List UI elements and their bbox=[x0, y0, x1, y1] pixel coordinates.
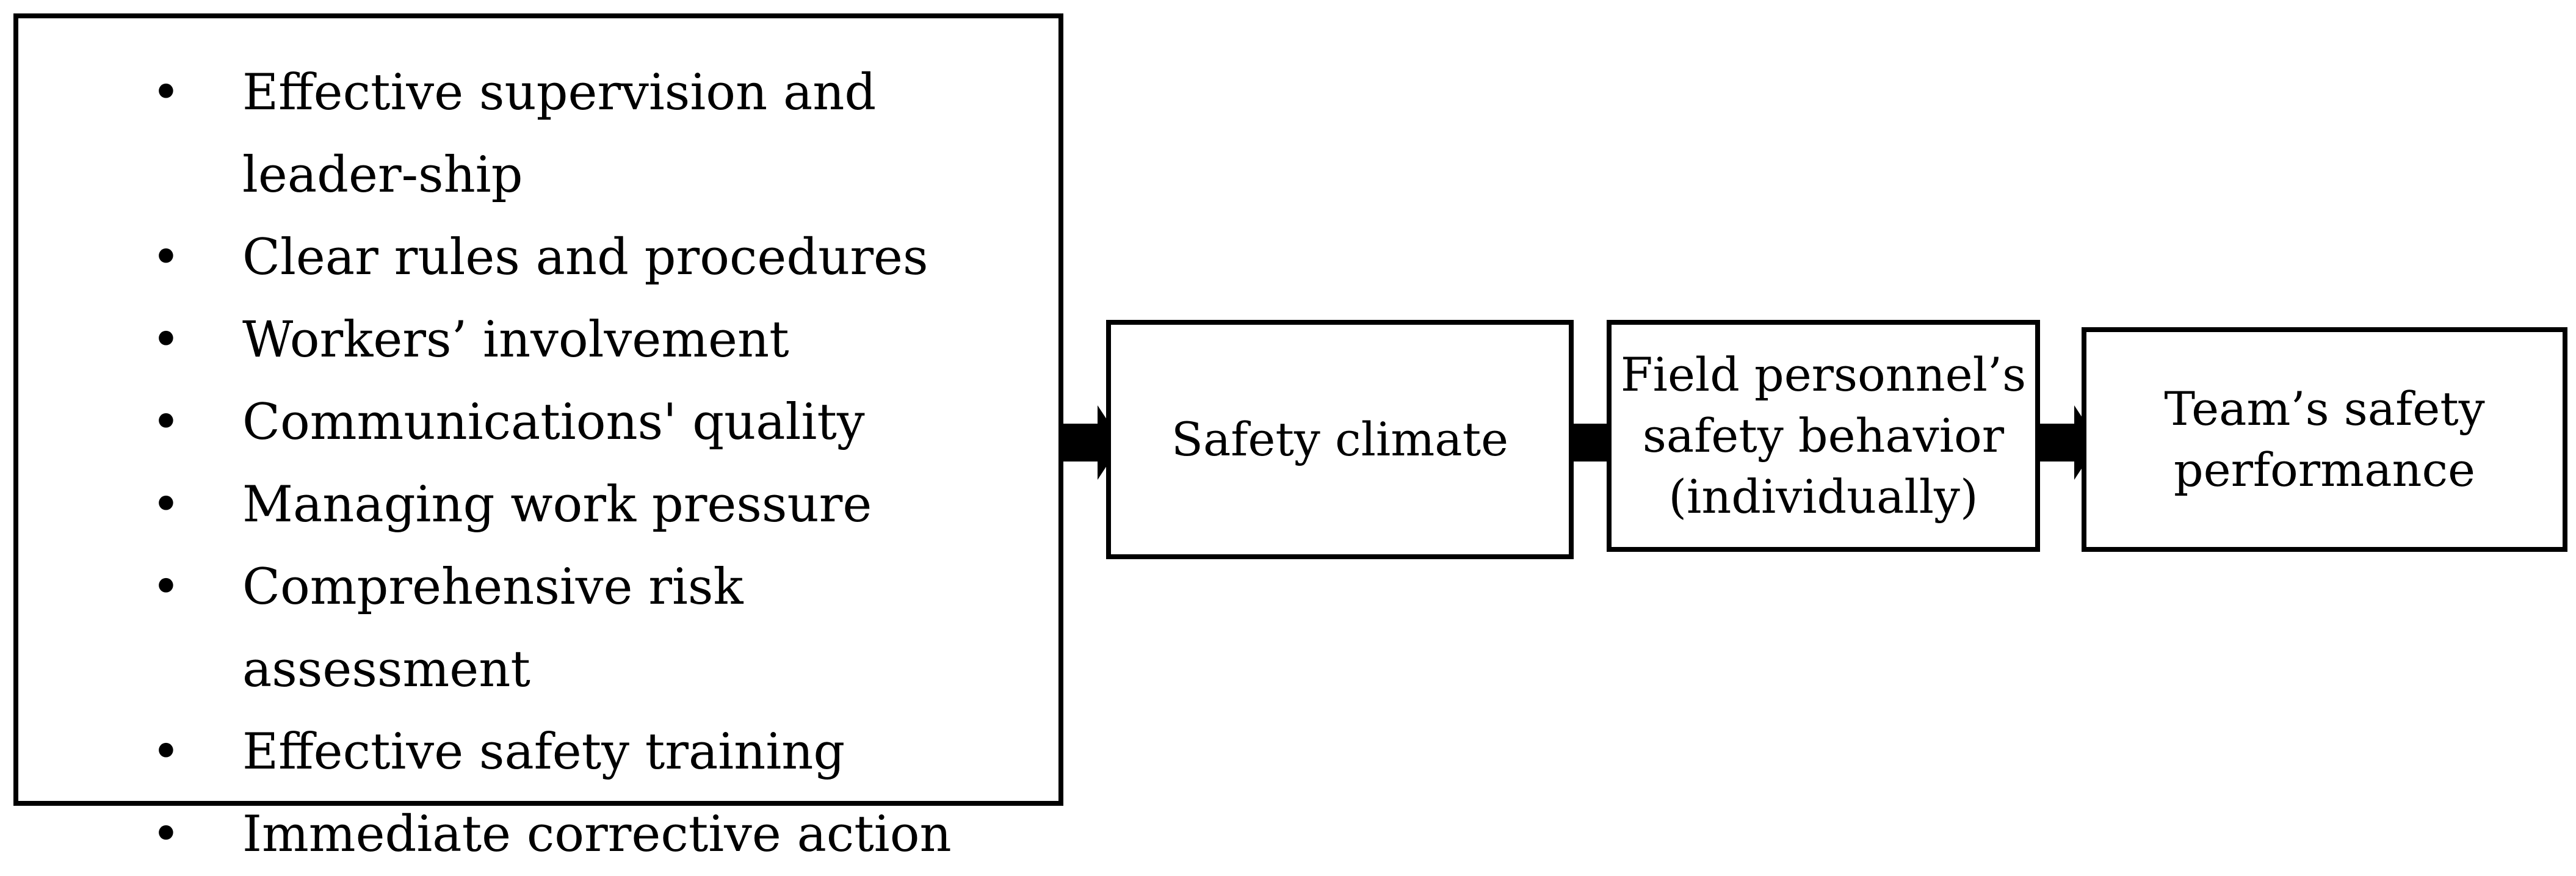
node-team-safety-performance: Team’s safety performance bbox=[2082, 327, 2567, 552]
bullet-icon: • bbox=[151, 806, 181, 863]
factor-item: • Effective safety training bbox=[18, 711, 1058, 794]
factor-label: Managing work pressure bbox=[242, 476, 872, 534]
factor-item: • Immediate corrective action bbox=[18, 794, 1058, 876]
factor-item: • Effective supervision and leader-ship bbox=[18, 52, 1058, 217]
node-field-personnel-safety-behavior-label: Field personnel’s safety behavior (indiv… bbox=[1620, 347, 2027, 524]
bullet-icon: • bbox=[151, 229, 181, 286]
factors-list: • Effective supervision and leader-ship • C… bbox=[18, 52, 1058, 876]
node-field-personnel-safety-behavior: Field personnel’s safety behavior (indiv… bbox=[1607, 320, 2040, 552]
factor-label: Effective safety training bbox=[242, 723, 845, 781]
bullet-icon: • bbox=[151, 723, 181, 781]
bullet-icon: • bbox=[151, 64, 181, 121]
factors-box: • Effective supervision and leader-ship • C… bbox=[13, 13, 1063, 863]
node-safety-climate-label: Safety climate bbox=[1171, 412, 1509, 466]
bullet-icon: • bbox=[151, 394, 181, 451]
factor-label: Workers’ involvement bbox=[242, 311, 789, 369]
factor-item: • Managing work pressure bbox=[18, 464, 1058, 546]
factor-label: Comprehensive risk assessment bbox=[242, 559, 743, 698]
factor-item: • Communications' quality bbox=[18, 382, 1058, 464]
factor-label: Communications' quality bbox=[242, 394, 865, 451]
factor-item: • Workers’ involvement bbox=[18, 299, 1058, 382]
factor-label: Immediate corrective action bbox=[242, 806, 952, 863]
bullet-icon: • bbox=[151, 311, 181, 369]
node-safety-climate: Safety climate bbox=[1106, 320, 1574, 559]
factor-item: • Comprehensive risk assessment bbox=[18, 546, 1058, 711]
factor-item: • Clear rules and procedures bbox=[18, 217, 1058, 299]
bullet-icon: • bbox=[151, 476, 181, 534]
factor-label: Clear rules and procedures bbox=[242, 229, 928, 286]
bullet-icon: • bbox=[151, 559, 181, 616]
factor-label: Effective supervision and leader-ship bbox=[242, 64, 877, 204]
node-team-safety-performance-label: Team’s safety performance bbox=[2164, 382, 2485, 497]
